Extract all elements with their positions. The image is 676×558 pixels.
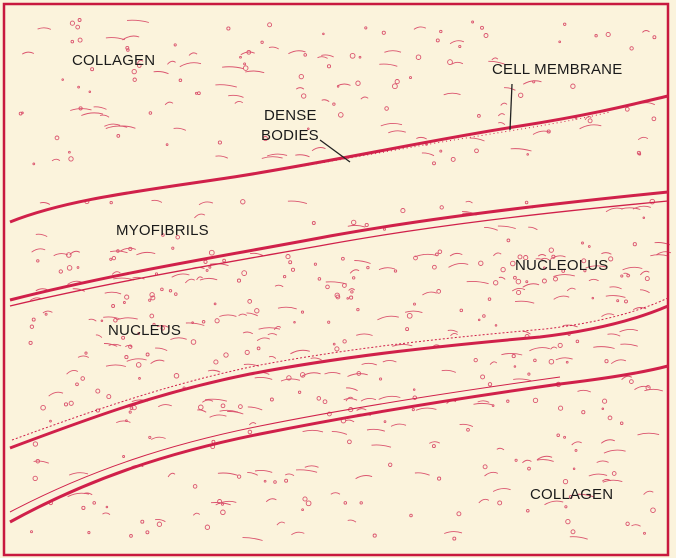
cell-membrane-leader-line bbox=[510, 84, 512, 130]
nucleus-upper-envelope bbox=[10, 192, 668, 300]
label-nucleus: NUCLEUS bbox=[108, 322, 181, 339]
label-myofibrils: MYOFIBRILS bbox=[116, 222, 209, 239]
label-collagen-bottom: COLLAGEN bbox=[530, 486, 613, 503]
nucleus-upper-envelope-inner bbox=[10, 201, 668, 306]
label-dense-bodies-line2: BODIES bbox=[261, 127, 319, 144]
label-collagen-top: COLLAGEN bbox=[72, 52, 155, 69]
label-cell-membrane: CELL MEMBRANE bbox=[492, 61, 622, 78]
label-nucleolus: NUCLEOLUS bbox=[515, 257, 609, 274]
label-dense-bodies-line1: DENSE bbox=[264, 107, 317, 124]
collagen-and-cytoplasm-texture bbox=[19, 19, 671, 541]
